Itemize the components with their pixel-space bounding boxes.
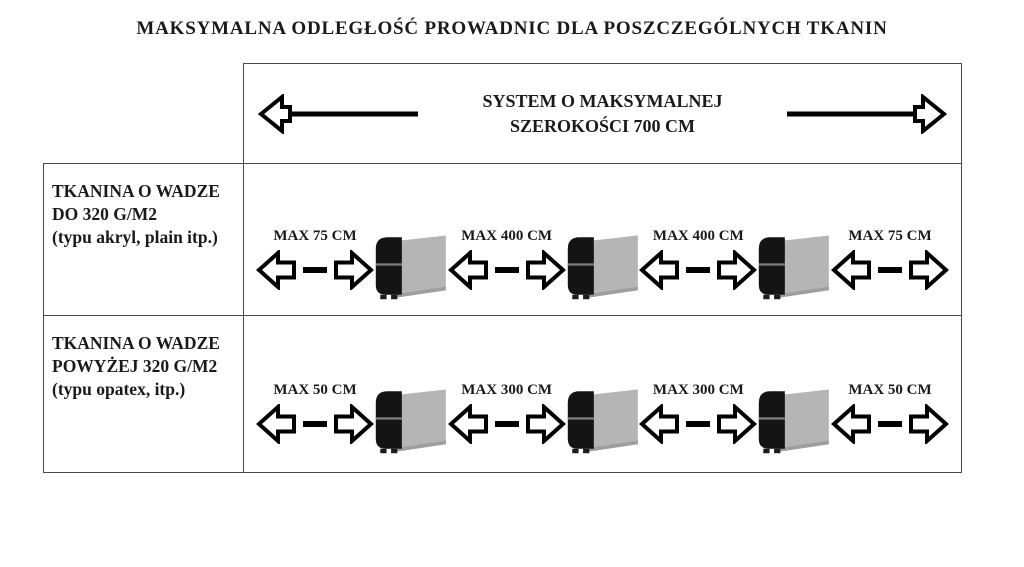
header-title-line2: SZEROKOŚCI 700 CM — [509, 115, 696, 136]
rail-bracket-image — [567, 234, 638, 299]
rail-bracket-image — [567, 389, 638, 454]
measure-label: MAX 300 CM — [652, 382, 744, 398]
rail-bracket-image — [375, 234, 446, 299]
measure-label: MAX 75 CM — [273, 227, 357, 244]
measure-span: MAX 300 CM — [639, 382, 757, 444]
measure-label: MAX 400 CM — [461, 227, 553, 244]
distance-arrows-icon — [832, 405, 949, 443]
header-cell-system-width: SYSTEM O MAKSYMALNEJ SZEROKOŚCI 700 CM — [243, 63, 962, 164]
page-title: MAKSYMALNA ODLEGŁOŚĆ PROWADNIC DLA POSZC… — [136, 18, 888, 39]
fabric-label-line: POWYŻEJ 320 G/M2 — [52, 356, 218, 377]
measure-span: MAX 75 CM — [831, 228, 949, 290]
header-arrow-left-icon — [259, 94, 418, 133]
header-arrow-right-icon — [787, 94, 946, 133]
measure-span: MAX 50 CM — [831, 382, 949, 444]
header-title: SYSTEM O MAKSYMALNEJ SZEROKOŚCI 700 CM — [418, 89, 787, 138]
distance-arrows-icon — [640, 405, 757, 443]
distance-arrows-icon — [257, 250, 373, 289]
fabric-label-line: DO 320 G/M2 — [52, 204, 157, 225]
fabric-label-heavy: TKANINA O WADZE POWYŻEJ 320 G/M2 (typu o… — [43, 315, 244, 473]
measure-span: MAX 400 CM — [639, 228, 757, 290]
measure-label: MAX 75 CM — [848, 227, 932, 244]
distance-arrows-icon — [257, 405, 373, 443]
measure-span: MAX 400 CM — [448, 228, 566, 290]
fabric-label-line: TKANINA O WADZE — [52, 333, 220, 353]
distance-arrows-icon — [448, 250, 565, 289]
distance-arrows-icon — [832, 250, 949, 289]
measure-row-light-fabric: MAX 75 CM MAX 400 CM MAX 400 CM MAX 75 C… — [243, 163, 962, 316]
fabric-label-line: (typu akryl, plain itp.) — [52, 227, 218, 248]
header-title-line1: SYSTEM O MAKSYMALNEJ — [482, 91, 723, 112]
rail-bracket-image — [759, 389, 830, 454]
measure-span: MAX 300 CM — [448, 382, 566, 444]
measure-label: MAX 400 CM — [652, 227, 744, 244]
distance-table: SYSTEM O MAKSYMALNEJ SZEROKOŚCI 700 CM T… — [43, 63, 962, 473]
measure-label: MAX 50 CM — [273, 382, 357, 398]
fabric-label-light: TKANINA O WADZE DO 320 G/M2 (typu akryl,… — [43, 163, 244, 316]
distance-arrows-icon — [640, 250, 757, 289]
measure-span: MAX 75 CM — [256, 228, 374, 290]
measure-span: MAX 50 CM — [256, 382, 374, 444]
rail-bracket-image — [375, 389, 446, 454]
measure-label: MAX 300 CM — [461, 382, 553, 398]
fabric-label-line: TKANINA O WADZE — [52, 181, 220, 201]
distance-arrows-icon — [448, 405, 565, 443]
measure-row-heavy-fabric: MAX 50 CM MAX 300 CM MAX 300 CM MAX 50 C… — [243, 315, 962, 473]
fabric-label-line: (typu opatex, itp.) — [52, 379, 186, 400]
measure-label: MAX 50 CM — [848, 382, 932, 398]
rail-bracket-image — [759, 234, 830, 299]
